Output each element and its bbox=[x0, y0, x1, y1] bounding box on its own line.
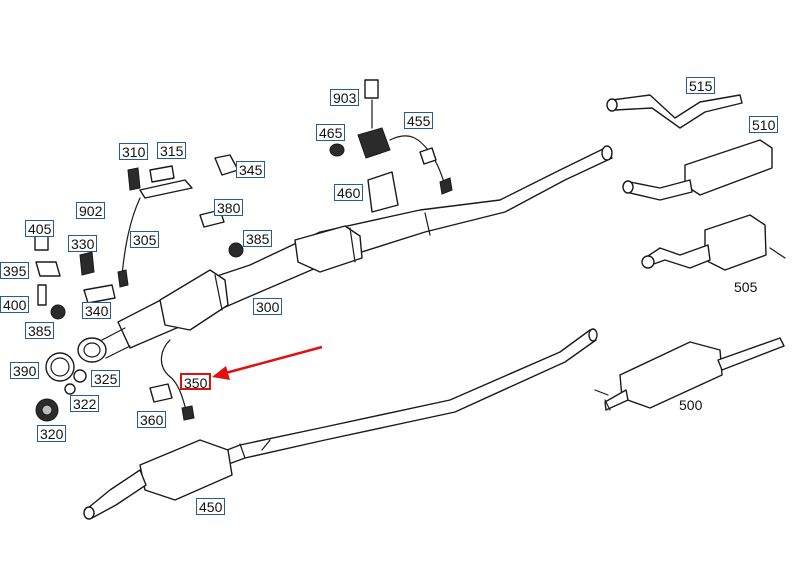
rear-muffler-500 bbox=[594, 337, 785, 411]
callout-360[interactable]: 360 bbox=[137, 411, 167, 428]
callout-460[interactable]: 460 bbox=[334, 184, 364, 201]
callout-345[interactable]: 345 bbox=[236, 161, 266, 178]
callout-300[interactable]: 300 bbox=[253, 298, 283, 315]
label-500: 500 bbox=[679, 397, 703, 413]
callout-515[interactable]: 515 bbox=[686, 77, 716, 94]
label-505: 505 bbox=[734, 279, 758, 295]
callout-310[interactable]: 310 bbox=[119, 143, 149, 160]
rear-muffler-505 bbox=[641, 214, 786, 271]
callout-322[interactable]: 322 bbox=[70, 395, 100, 412]
callout-305[interactable]: 305 bbox=[130, 231, 160, 248]
callout-450[interactable]: 450 bbox=[196, 498, 226, 515]
rear-pipe-muffler-450 bbox=[83, 328, 598, 520]
callout-315[interactable]: 315 bbox=[157, 142, 187, 159]
tail-pipe-515 bbox=[606, 94, 743, 129]
front-pipe-catalyst-300 bbox=[77, 145, 613, 363]
callout-903[interactable]: 903 bbox=[330, 89, 360, 106]
callout-385-upper[interactable]: 385 bbox=[243, 230, 273, 247]
callout-400[interactable]: 400 bbox=[0, 296, 30, 313]
callout-330[interactable]: 330 bbox=[68, 235, 98, 252]
callout-510[interactable]: 510 bbox=[749, 116, 779, 133]
highlight-arrow bbox=[212, 345, 323, 380]
callout-390[interactable]: 390 bbox=[10, 362, 40, 379]
callout-902[interactable]: 902 bbox=[76, 202, 106, 219]
callout-320[interactable]: 320 bbox=[37, 425, 67, 442]
callout-380[interactable]: 380 bbox=[214, 199, 244, 216]
callout-395[interactable]: 395 bbox=[0, 262, 30, 279]
callout-340[interactable]: 340 bbox=[82, 302, 112, 319]
callout-385-lower[interactable]: 385 bbox=[25, 322, 55, 339]
callout-465[interactable]: 465 bbox=[316, 124, 346, 141]
callout-350-highlighted[interactable]: 350 bbox=[180, 373, 212, 391]
callout-405[interactable]: 405 bbox=[25, 220, 55, 237]
callout-455[interactable]: 455 bbox=[404, 112, 434, 129]
rear-muffler-510 bbox=[622, 139, 773, 201]
sensor-module-903 bbox=[329, 79, 453, 213]
callout-325[interactable]: 325 bbox=[91, 370, 121, 387]
